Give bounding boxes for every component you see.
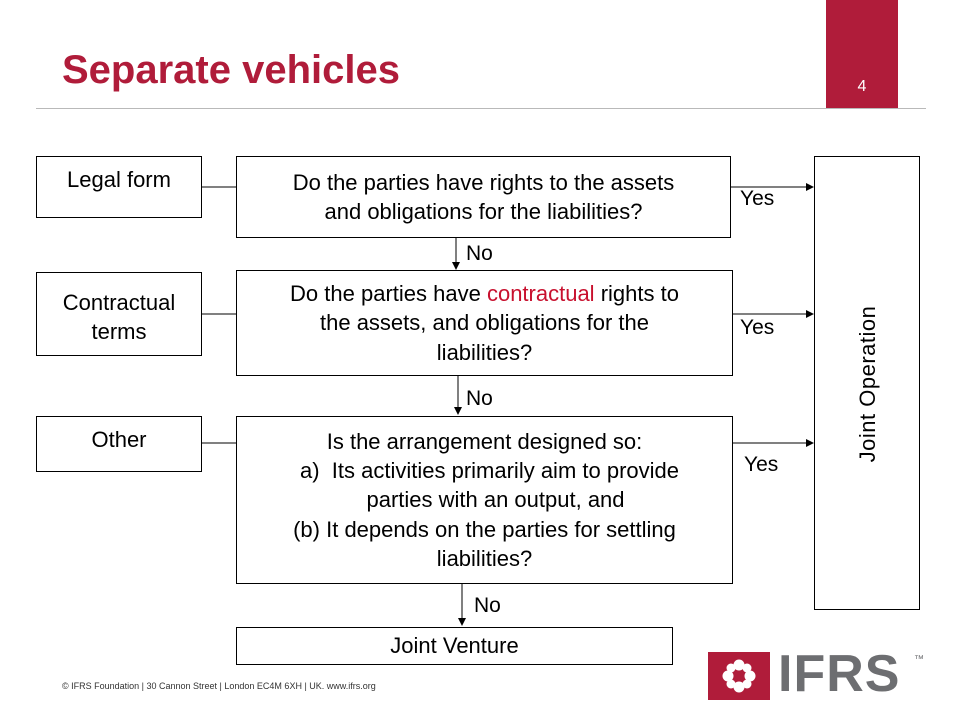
question-2-line: the assets, and obligations for the <box>320 310 649 336</box>
question-1-box: Do the parties have rights to the assets… <box>236 156 731 238</box>
criterion-contractual-terms: Contractual terms <box>36 272 202 356</box>
question-1-line: Do the parties have rights to the assets <box>292 169 675 195</box>
yes-label-2: Yes <box>740 316 775 339</box>
footer-text: © IFRS Foundation | 30 Cannon Street | L… <box>62 681 376 691</box>
question-2-box: Do the parties have contractual rights t… <box>236 270 733 376</box>
criterion-other: Other <box>36 416 202 472</box>
ifrs-logo: IFRS ™ <box>708 645 928 703</box>
outcome-joint-operation: Joint Operation <box>814 156 920 610</box>
criterion-legal-form: Legal form <box>36 156 202 218</box>
question-3-line: (b) It depends on the parties for settli… <box>293 516 676 542</box>
question-3-line: parties with an output, and <box>366 487 625 513</box>
page-number-tab <box>826 0 898 108</box>
question-1-line: and obligations for the liabilities? <box>324 199 643 224</box>
trademark-mark: ™ <box>914 654 924 665</box>
question-2-line: liabilities? <box>436 339 533 365</box>
title-divider <box>36 108 926 109</box>
outcome-joint-venture: Joint Venture <box>236 627 673 665</box>
no-label-3: No <box>474 594 501 617</box>
slide-title: Separate vehicles <box>62 48 400 92</box>
highlight-contractual: contractual <box>486 281 595 307</box>
ifrs-logo-text: IFRS <box>778 645 901 703</box>
joint-operation-label: Joint Operation <box>855 305 880 463</box>
yes-label-3: Yes <box>744 453 779 476</box>
question-2-line: Do the parties have contractual rights t… <box>290 281 679 307</box>
page-number: 4 <box>857 78 867 95</box>
ifrs-logo-mark <box>708 652 770 700</box>
yes-label-1: Yes <box>740 187 775 210</box>
question-3-box: Is the arrangement designed so: a) Its a… <box>236 416 733 584</box>
question-3-line: Is the arrangement designed so: <box>326 429 643 455</box>
no-label-1: No <box>466 242 493 265</box>
no-label-2: No <box>466 387 493 410</box>
question-3-line: a) Its activities primarily aim to provi… <box>300 458 679 484</box>
question-3-line: liabilities? <box>436 545 533 571</box>
